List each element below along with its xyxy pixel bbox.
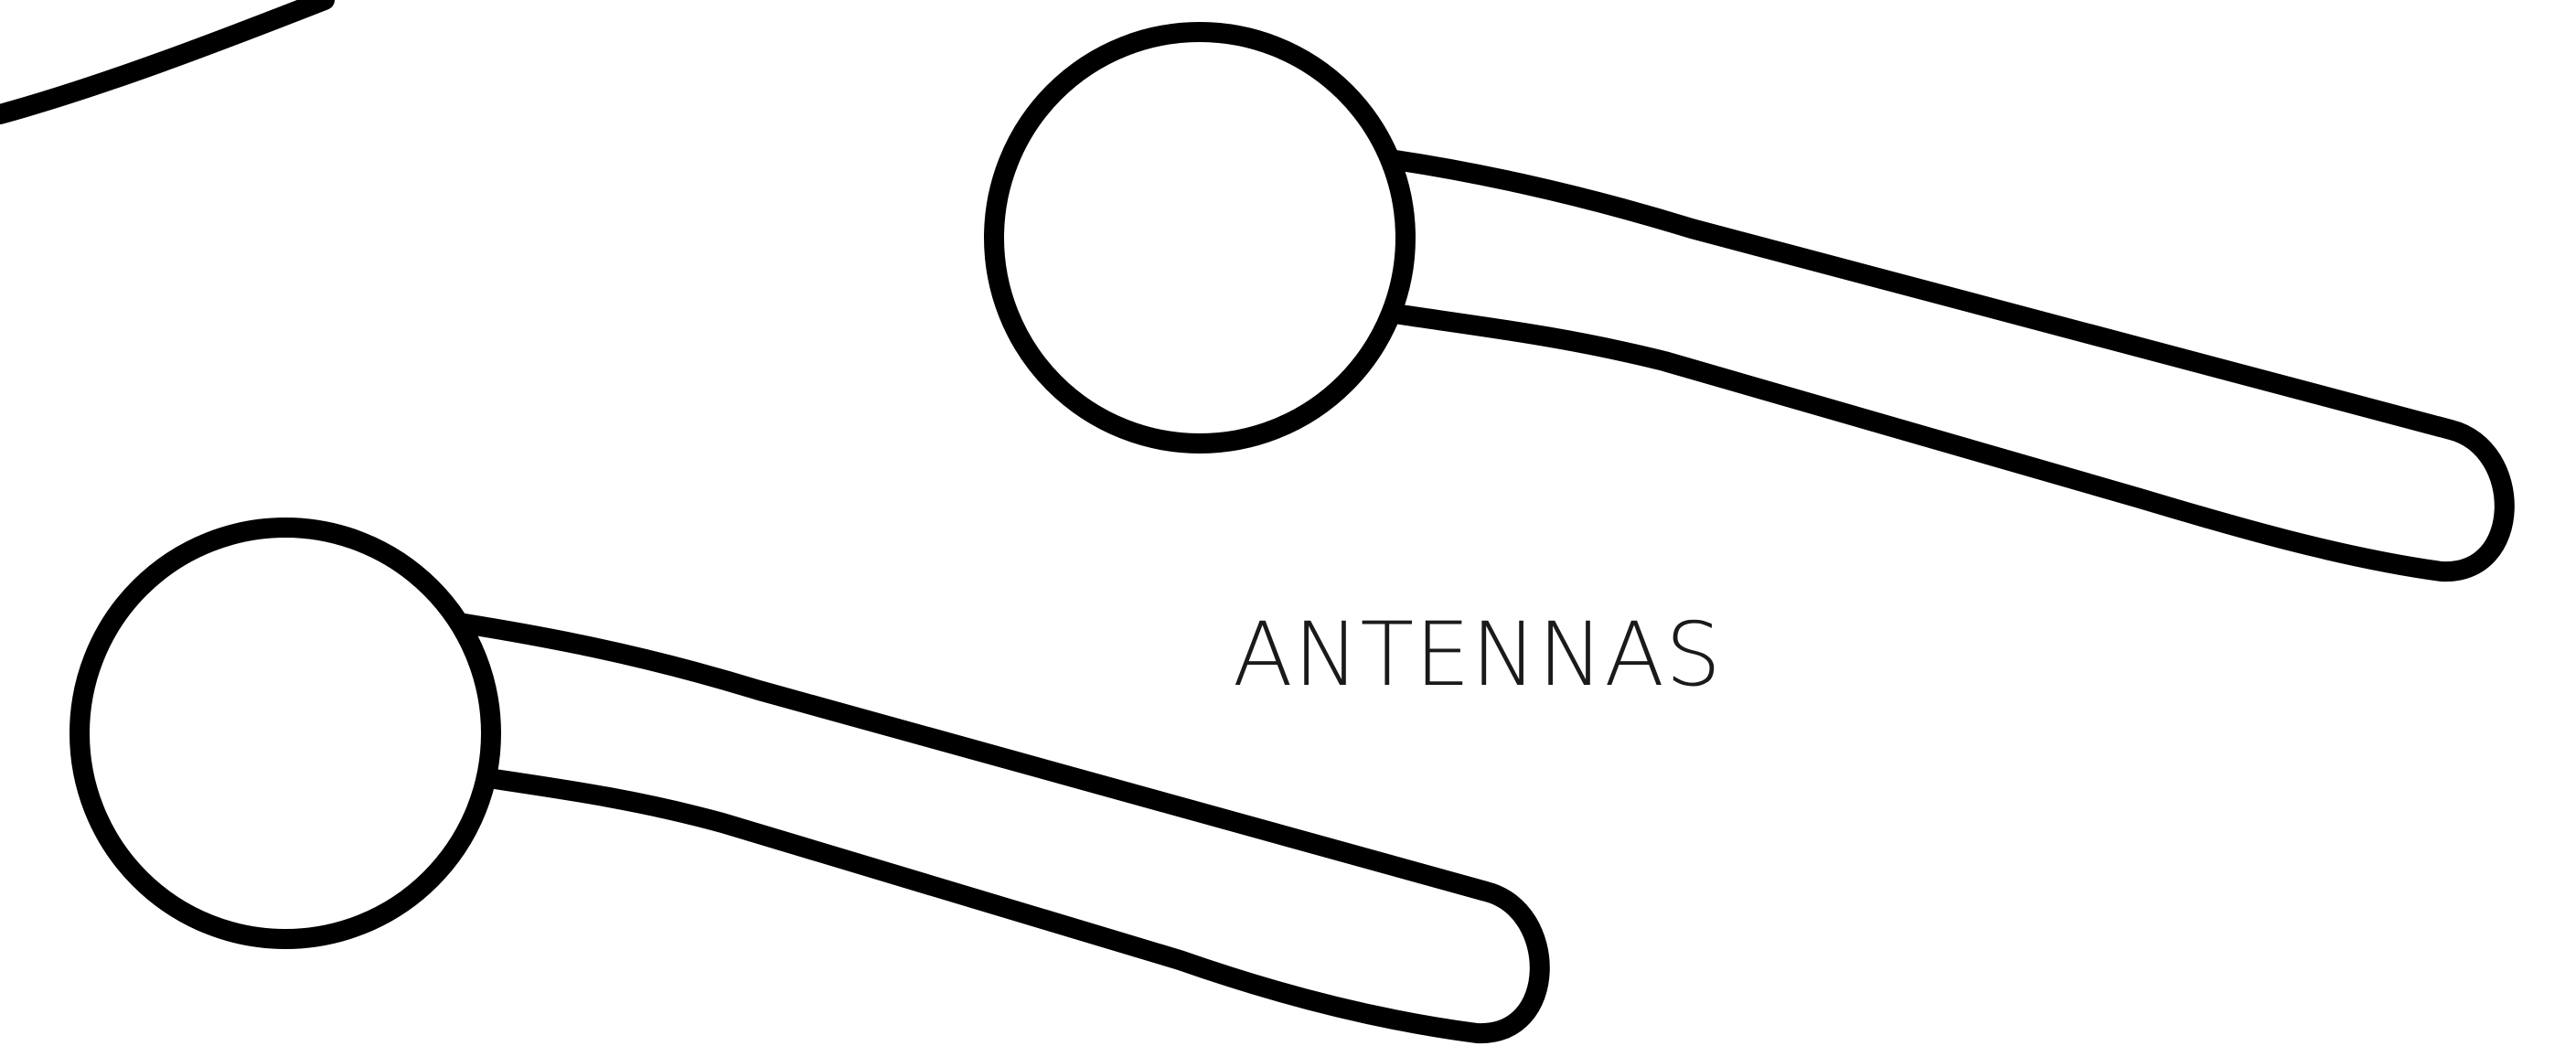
antenna-upper xyxy=(994,32,2505,571)
antenna-upper-stalk xyxy=(1376,157,2505,571)
antenna-upper-bulb xyxy=(994,32,1406,443)
antenna-lower-bulb xyxy=(80,528,491,939)
antennas-label: ANTENNAS xyxy=(1233,611,1722,699)
body-outline-curve xyxy=(0,0,325,114)
